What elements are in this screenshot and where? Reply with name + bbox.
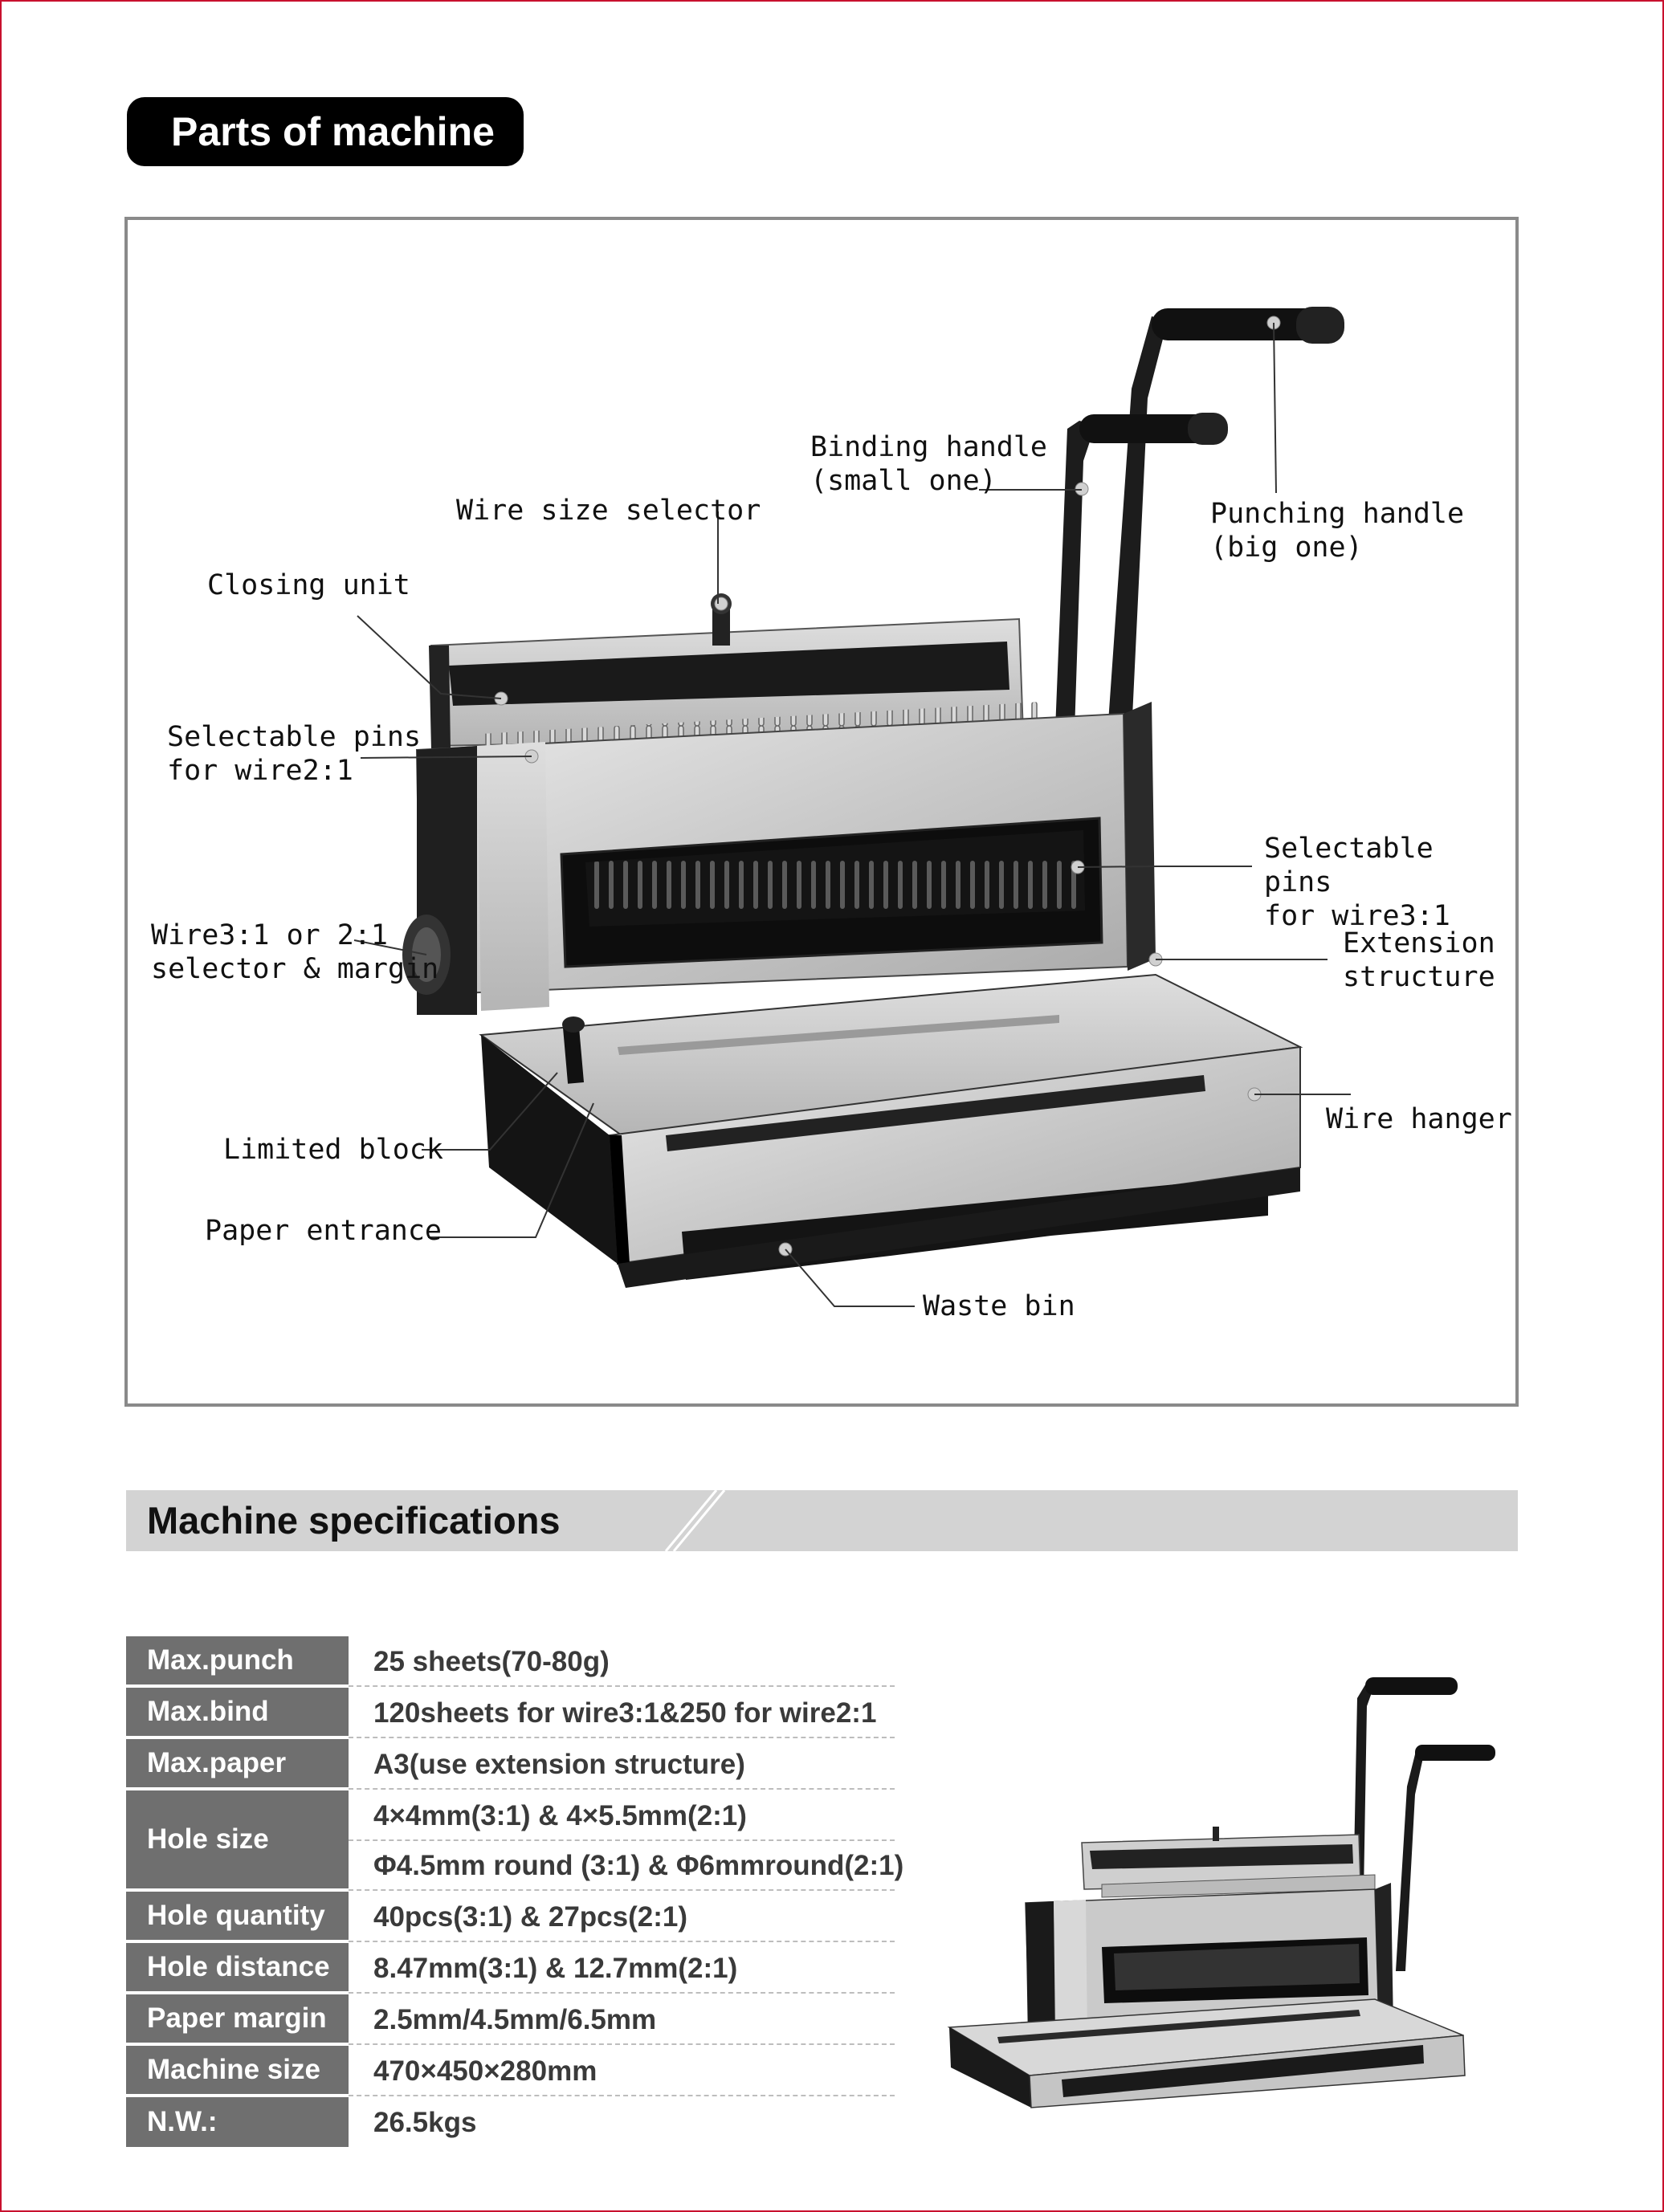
spec-key: Paper margin [126, 1994, 349, 2044]
spec-row: Hole quantity 40pcs(3:1) & 27pcs(2:1) [126, 1892, 895, 1942]
spec-key: Hole distance [126, 1943, 349, 1993]
spec-row: Hole distance 8.47mm(3:1) & 12.7mm(2:1) [126, 1943, 895, 1994]
spec-key: Max.bind [126, 1688, 349, 1737]
spec-key: Max.punch [126, 1636, 349, 1686]
label-wire-selector: Wire3:1 or 2:1 selector & margin [151, 919, 439, 985]
spec-row: Max.paper A3(use extension structure) [126, 1739, 895, 1790]
label-punching-handle: Punching handle (big one) [1210, 498, 1465, 564]
label-wire-hanger: Wire hanger [1326, 1103, 1512, 1135]
spec-value: Φ4.5mm round (3:1) & Φ6mmround(2:1) [373, 1850, 904, 1881]
spec-row: Max.punch 25 sheets(70-80g) [126, 1636, 895, 1687]
spec-row: Max.bind 120sheets for wire3:1&250 for w… [126, 1688, 895, 1738]
section-title-specs: Machine specifications [147, 1499, 561, 1542]
spec-value: 4×4mm(3:1) & 4×5.5mm(2:1) [373, 1800, 747, 1831]
spec-value: A3(use extension structure) [373, 1749, 745, 1780]
label-binding-handle: Binding handle (small one) [810, 431, 1048, 497]
label-waste-bin: Waste bin [923, 1290, 1075, 1322]
spec-row: Paper margin 2.5mm/4.5mm/6.5mm [126, 1994, 895, 2045]
spec-key: Max.paper [126, 1739, 349, 1789]
spec-value: 8.47mm(3:1) & 12.7mm(2:1) [373, 1953, 738, 1984]
spec-key: N.W.: [126, 2097, 349, 2147]
spec-value: 26.5kgs [373, 2107, 477, 2138]
label-pins-3-1: Selectable pins for wire3:1 [1264, 833, 1450, 932]
machine-illustration [353, 307, 1351, 1307]
spec-row: Machine size 470×450×280mm [126, 2046, 895, 2096]
spec-key: Machine size [126, 2046, 349, 2096]
spec-key: Hole quantity [126, 1892, 349, 1941]
label-paper-entrance: Paper entrance [205, 1215, 443, 1247]
spec-value: 2.5mm/4.5mm/6.5mm [373, 2004, 657, 2035]
section-title-parts: Parts of machine [127, 97, 524, 166]
spec-value: 25 sheets(70-80g) [373, 1646, 610, 1677]
label-extension-structure: Extension structure [1343, 927, 1495, 993]
spec-row: N.W.: 26.5kgs [126, 2097, 895, 2147]
spec-value: 470×450×280mm [373, 2055, 597, 2087]
label-closing-unit: Closing unit [207, 569, 410, 601]
label-pins-2-1: Selectable pins for wire2:1 [167, 721, 422, 787]
product-photo [941, 1674, 1503, 2128]
label-limited-block: Limited block [223, 1134, 443, 1166]
spec-value: 40pcs(3:1) & 27pcs(2:1) [373, 1901, 687, 1933]
spec-row: Hole size 4×4mm(3:1) & 4×5.5mm(2:1) Φ4.5… [126, 1790, 903, 1891]
specs-banner: Machine specifications [126, 1490, 1518, 1551]
punching-handle [1107, 307, 1344, 734]
spec-key: Hole size [126, 1790, 349, 1890]
parts-diagram: Binding handle (small one) Punching hand… [124, 217, 1519, 1407]
spec-value: 120sheets for wire3:1&250 for wire2:1 [373, 1697, 877, 1729]
label-wire-size-selector: Wire size selector [456, 495, 761, 527]
